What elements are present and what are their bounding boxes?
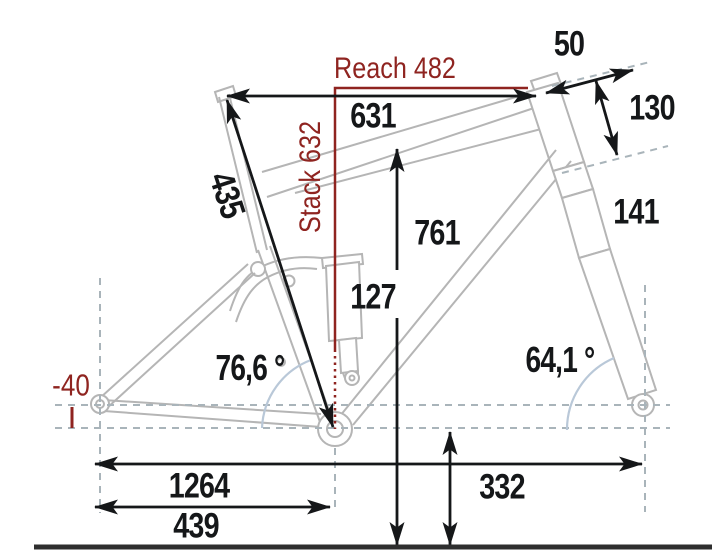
rear-shock [320,252,365,386]
head-angle-value: 64,1 ° [525,339,595,380]
stack-label: Stack 632 [294,120,327,234]
stem-value: 50 [553,24,585,64]
chainstay-value: 439 [173,506,219,546]
seat-tube-rocker [229,245,342,423]
reach-stack-bracket [333,86,528,352]
bb-drop-value: -40 [52,367,90,403]
rear-triangle [90,263,322,428]
reach-stack-lines [70,86,528,429]
seatpost [213,84,268,254]
seat-angle-value: 76,6 ° [215,347,285,388]
head-tube-value: 130 [629,88,675,128]
head-angle-arc [565,356,615,431]
top-tube-value: 631 [350,96,396,136]
stem-axis-guide [551,61,651,87]
dim-seat-tube [225,99,335,428]
down-tube [339,149,572,426]
dim-head-tube [594,80,619,156]
wheelbase-value: 1264 [168,466,230,506]
head-tube [525,71,586,173]
head-tube-bottom-guide [561,145,669,174]
fork-travel-value: 141 [613,192,659,232]
rear-travel-value: 127 [350,277,396,317]
dimension-lines [94,68,643,546]
bb-height-value: 332 [479,467,525,507]
dim-stem [545,68,634,95]
standover-value: 761 [414,213,460,253]
reach-label: Reach 482 [334,52,456,85]
